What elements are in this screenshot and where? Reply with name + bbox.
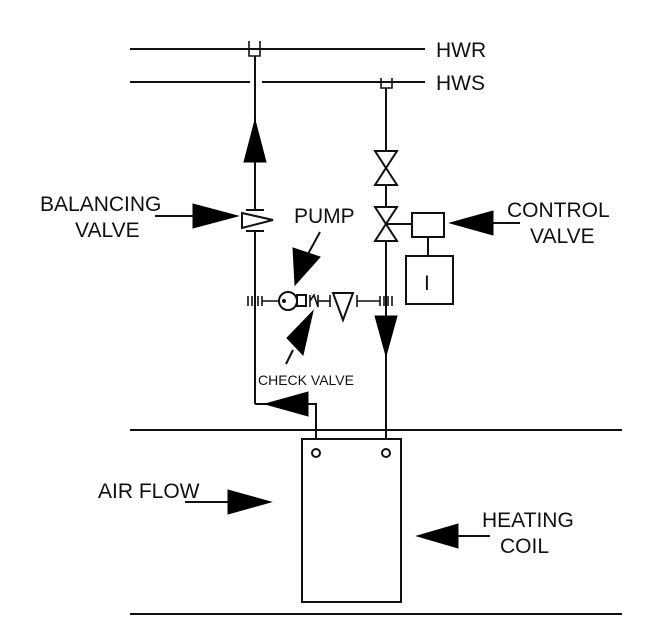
balancing-valve-pointer-arrow [192,203,240,229]
flow-arrow-down [374,315,398,358]
check-valve-label: CHECK VALVE [258,372,354,388]
flow-arrow-left [263,391,309,417]
controller-box [405,255,454,305]
balancing-valve-symbol [241,209,274,232]
actuator-box [411,212,445,238]
pump-pointer-arrow [292,247,321,287]
heating-coil-label-line1: HEATING [482,509,574,532]
balancing-valve-label-line1: BALANCING [40,193,161,216]
hwr-label: HWR [436,39,486,62]
controller-label: I [424,272,430,295]
flow-arrow-up [243,118,267,163]
check-valve-symbol [309,293,330,308]
coil-return-connection [311,448,321,458]
shutoff-valve-symbol [373,150,399,186]
control-valve-symbol [373,206,412,242]
air-flow-label: AIR FLOW [98,480,200,503]
strainer-symbol [329,292,393,323]
pump-label: PUMP [294,205,355,228]
coil-supply-connection [381,448,391,458]
air-flow-arrow [227,489,273,515]
check-valve-leader [285,349,294,365]
heating-coil-pointer-arrow [415,523,459,549]
control-valve-label-line1: CONTROL [507,199,610,222]
pump-leader [307,231,321,255]
control-valve-label-line2: VALVE [530,225,595,248]
heating-coil-box [301,438,402,603]
hws-label: HWS [436,72,485,95]
pump-symbol [278,291,307,311]
heating-coil-label-line2: COIL [500,535,549,558]
check-valve-pointer-arrow [286,309,314,357]
control-valve-pointer-arrow [448,210,494,236]
pump-bypass-line [247,296,280,306]
balancing-valve-label-line2: VALVE [75,219,140,242]
